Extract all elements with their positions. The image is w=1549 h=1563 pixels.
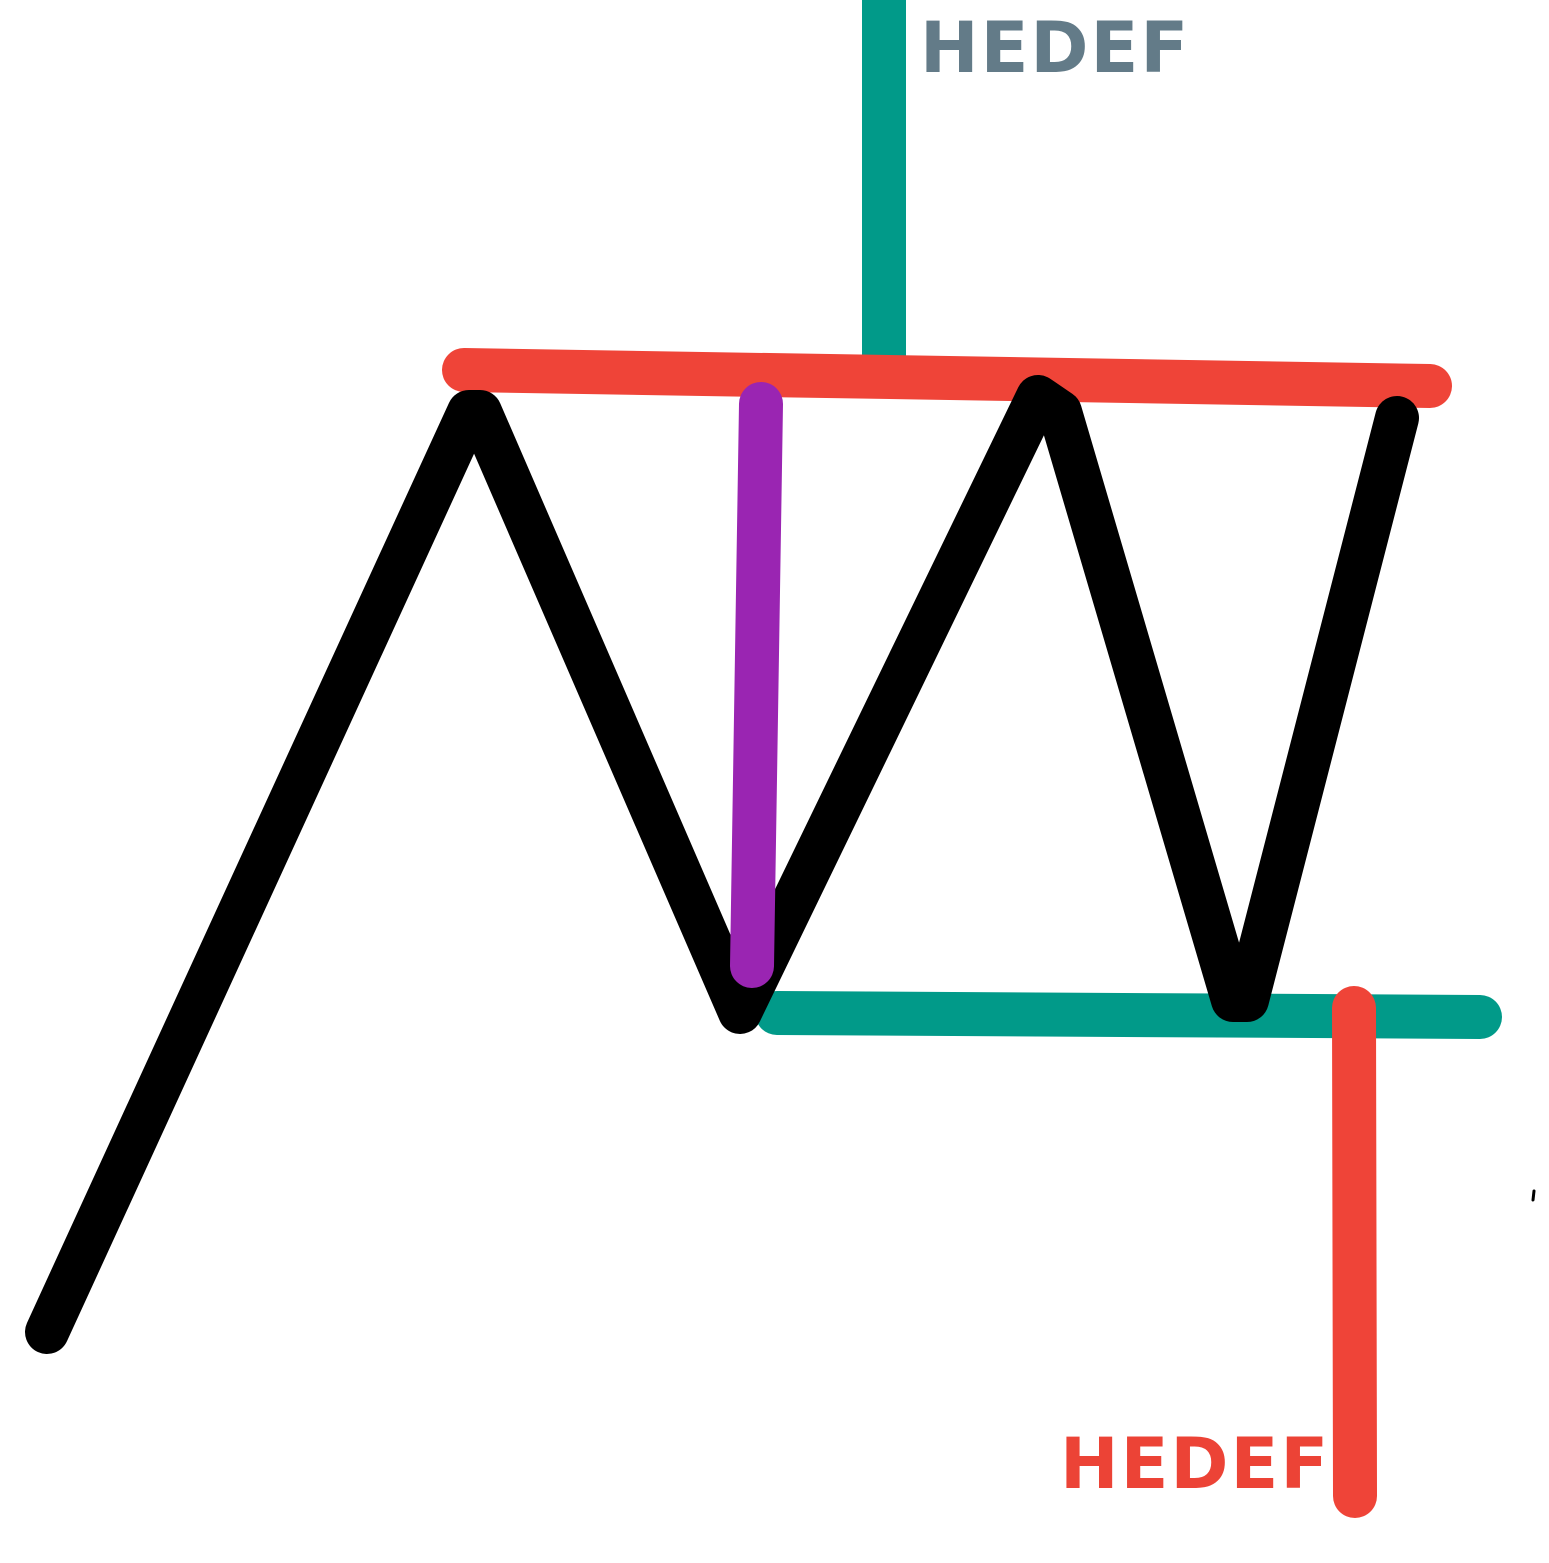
stray-mark (1531, 1189, 1536, 1202)
price-zigzag-line (25, 375, 1419, 1354)
resistance-line (442, 348, 1452, 408)
pattern-height-measure-line (730, 382, 783, 988)
target-down-label: HEDEF (1060, 1423, 1330, 1505)
target-up-label: HEDEF (920, 7, 1190, 89)
target-down-line (1332, 986, 1377, 1518)
